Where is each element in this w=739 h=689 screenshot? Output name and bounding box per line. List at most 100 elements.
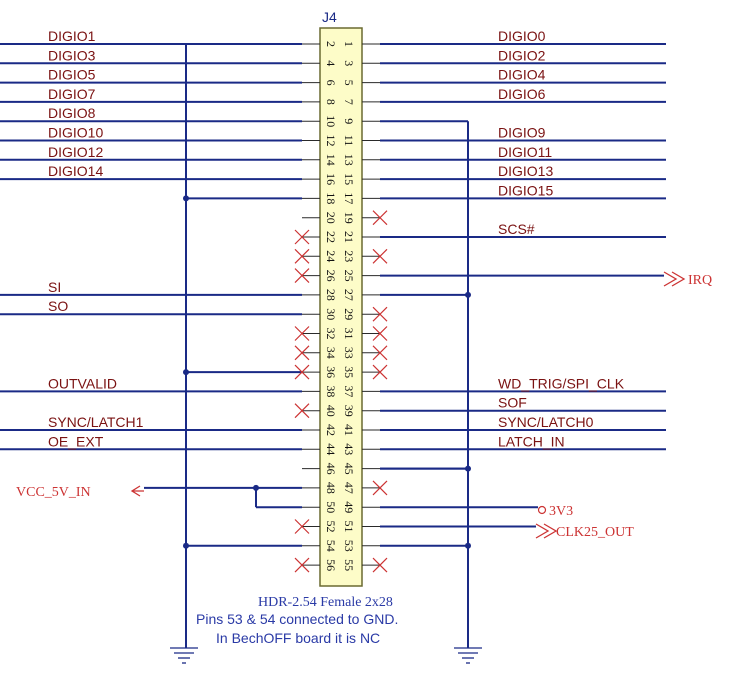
no-connect-icon [294, 519, 310, 534]
pin-number: 45 [342, 463, 356, 475]
junction-dot [183, 195, 189, 202]
no-connect-markers [294, 210, 388, 573]
net-label-right: DIGIO9 [498, 125, 546, 141]
pin-number: 43 [342, 443, 356, 455]
no-connect-icon [294, 248, 310, 264]
net-label-right: DIGIO13 [498, 163, 553, 179]
net-label-left: DIGIO8 [48, 105, 96, 121]
net-label-right: DIGIO15 [498, 182, 553, 198]
pin-number: 19 [342, 212, 356, 224]
no-connect-icon [294, 345, 310, 361]
no-connect-icon [294, 229, 310, 245]
pin-number: 25 [342, 270, 356, 282]
pin-number: 14 [324, 154, 338, 166]
pin-number: 21 [342, 231, 356, 243]
connector-body [319, 27, 363, 587]
pin-number: 53 [342, 540, 356, 552]
net-label-left: OE_EXT [48, 433, 104, 449]
v3-port-circle-icon [537, 505, 547, 515]
vcc-5v-label: VCC_5V_IN [16, 485, 91, 500]
pin-number: 8 [324, 99, 338, 105]
pin-number: 32 [324, 328, 338, 340]
net-label-left: DIGIO5 [48, 67, 96, 83]
pin-number: 54 [324, 540, 338, 552]
note-line-1: Pins 53 & 54 connected to GND. [196, 611, 398, 627]
pin-number: 55 [342, 559, 356, 571]
irq-arrow-icon [663, 271, 686, 287]
pin-number: 44 [324, 443, 338, 455]
no-connect-icon [294, 326, 310, 341]
net-label-right: DIGIO6 [498, 86, 546, 102]
junction-dot [253, 484, 259, 491]
pin-number: 26 [324, 270, 338, 282]
net-label-right: DIGIO0 [498, 28, 546, 44]
net-label-right: LATCH_IN [498, 433, 565, 449]
note-line-2: In BechOFF board it is NC [216, 630, 380, 646]
pin-number: 34 [324, 347, 338, 359]
pin-number: 48 [324, 482, 338, 494]
no-connect-icon [372, 480, 388, 496]
pin-number: 6 [324, 80, 338, 86]
net-label-left: DIGIO14 [48, 163, 103, 179]
junction-dots [183, 195, 471, 549]
pin-number: 3 [342, 60, 356, 66]
junction-dot [183, 369, 189, 376]
pin-number: 5 [342, 80, 356, 86]
pin-numbers: 2468101214161820222426283032343638404244… [324, 41, 356, 571]
no-connect-icon [294, 364, 310, 380]
no-connect-icon [372, 345, 388, 361]
net-label-right: DIGIO4 [498, 67, 546, 83]
pin-number: 52 [324, 521, 338, 533]
junction-dot [465, 465, 471, 472]
pin-number: 35 [342, 366, 356, 378]
pin-number: 4 [324, 60, 338, 66]
vcc-5v-port: VCC_5V_IN [16, 485, 144, 500]
component-comment: HDR-2.54 Female 2x28 [258, 595, 393, 610]
no-connect-icon [372, 364, 388, 380]
pin-number: 41 [342, 424, 356, 436]
no-connect-icon [372, 248, 388, 264]
vcc-5v-arrow-icon [130, 485, 144, 497]
pin-number: 2 [324, 41, 338, 47]
pin-stubs [302, 43, 380, 566]
junction-dot [465, 291, 471, 298]
net-label-left: DIGIO7 [48, 86, 96, 102]
pin-number: 20 [324, 212, 338, 224]
no-connect-icon [372, 557, 388, 573]
pin-number: 7 [342, 99, 356, 105]
pin-number: 10 [324, 115, 338, 127]
junction-dot [465, 542, 471, 549]
pin-number: 29 [342, 308, 356, 320]
net-label-left: DIGIO3 [48, 47, 96, 63]
irq-port: IRQ [663, 271, 712, 288]
pin-number: 36 [324, 366, 338, 378]
clk25-label: CLK25_OUT [556, 525, 634, 540]
pin-number: 30 [324, 308, 338, 320]
net-label-right: DIGIO2 [498, 47, 546, 63]
irq-label: IRQ [688, 273, 712, 288]
pin-number: 22 [324, 231, 338, 243]
ground-right-icon [454, 647, 482, 664]
pin-number: 47 [342, 482, 356, 494]
net-label-right: SYNC/LATCH0 [498, 414, 594, 430]
net-label-right: WD_TRIG/SPI_CLK [498, 375, 625, 391]
no-connect-icon [372, 210, 388, 226]
pin-number: 38 [324, 385, 338, 397]
net-label-left: DIGIO12 [48, 144, 103, 160]
pin-number: 23 [342, 250, 356, 262]
net-label-left: SI [48, 279, 61, 295]
net-label-right: SOF [498, 395, 527, 411]
pin-number: 51 [342, 521, 356, 533]
net-label-right: DIGIO11 [498, 144, 552, 160]
net-label-left: SO [48, 298, 68, 314]
pin-number: 17 [342, 192, 356, 204]
pin-number: 42 [324, 424, 338, 436]
net-label-left: SYNC/LATCH1 [48, 414, 144, 430]
pin-number: 50 [324, 501, 338, 513]
pin-number: 46 [324, 463, 338, 475]
pin-number: 39 [342, 405, 356, 417]
clk25-port: CLK25_OUT [535, 523, 634, 540]
pin-number: 13 [342, 154, 356, 166]
pin-number: 16 [324, 173, 338, 185]
